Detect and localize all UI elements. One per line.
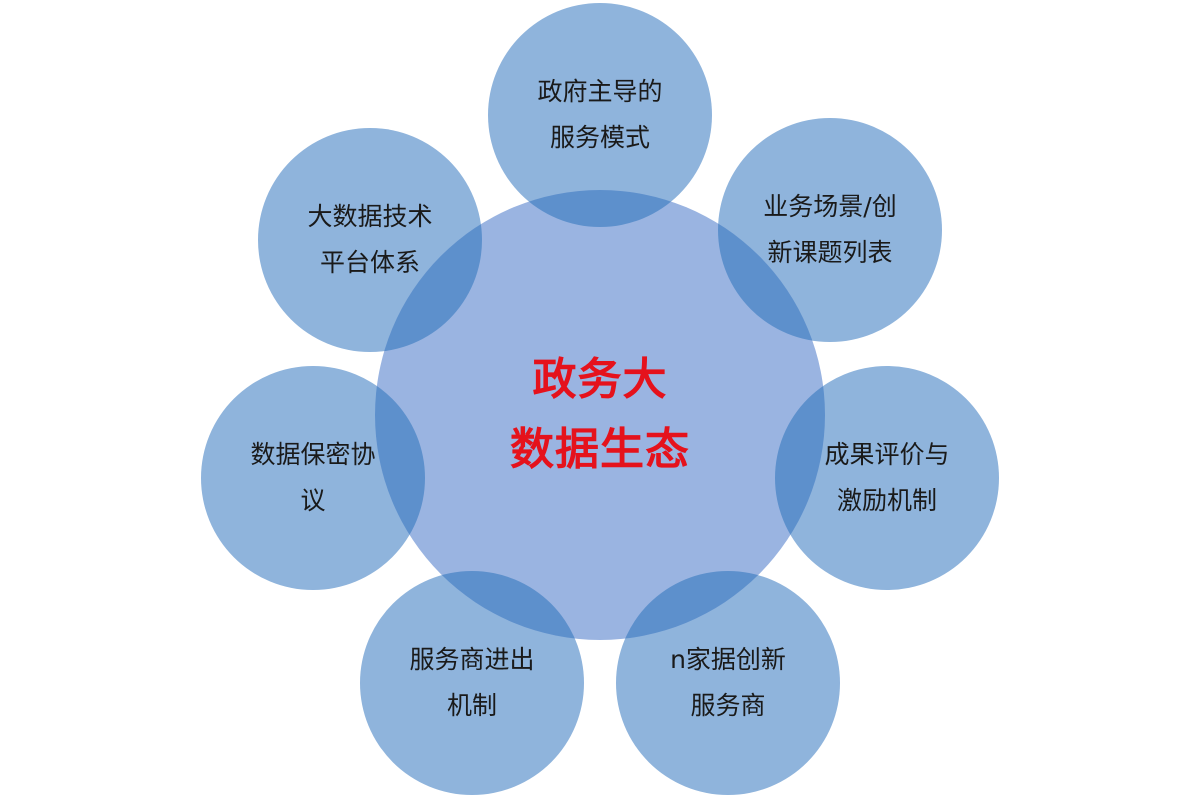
node-label-provider-entry-exit: 服务商进出 机制 [409,637,534,729]
overlap-top-left [375,190,482,352]
node-label-line2: 服务模式 [549,123,651,152]
node-label-innovation-providers: n家据创新 服务商 [670,637,786,729]
node-label-line2: 议 [300,486,326,515]
node-label-line1: 服务商进出 [409,645,535,674]
node-label-line2: 激励机制 [836,486,938,515]
node-label-line1: 数据保密协 [250,440,376,469]
overlap-top-right [718,190,825,342]
node-label-line1: 业务场景/创 [763,192,897,221]
center-title-line1: 政务大 [532,354,668,405]
node-label-line1: 大数据技术 [307,202,433,231]
center-title: 政务大 数据生态 [510,345,690,485]
node-label-line2: 服务商 [690,691,766,720]
node-label-data-confidentiality: 数据保密协 议 [250,432,375,524]
node-label-line2: 平台体系 [319,248,421,277]
node-circle-left [201,366,425,590]
center-circle [375,190,825,640]
node-circle-top [488,3,712,227]
node-label-line1: 成果评价与 [824,440,950,469]
center-title-line2: 数据生态 [510,424,690,475]
node-label-evaluation-incentives: 成果评价与 激励机制 [824,432,949,524]
node-label-government-service-model: 政府主导的 服务模式 [537,69,662,161]
node-label-line2: 机制 [446,691,498,720]
node-label-business-scenarios: 业务场景/创 新课题列表 [763,184,896,276]
node-label-line1: n家据创新 [670,645,786,674]
node-label-line2: 新课题列表 [767,238,893,267]
node-circle-right [775,366,999,590]
node-label-line1: 政府主导的 [537,77,663,106]
node-label-big-data-platform: 大数据技术 平台体系 [307,194,432,286]
